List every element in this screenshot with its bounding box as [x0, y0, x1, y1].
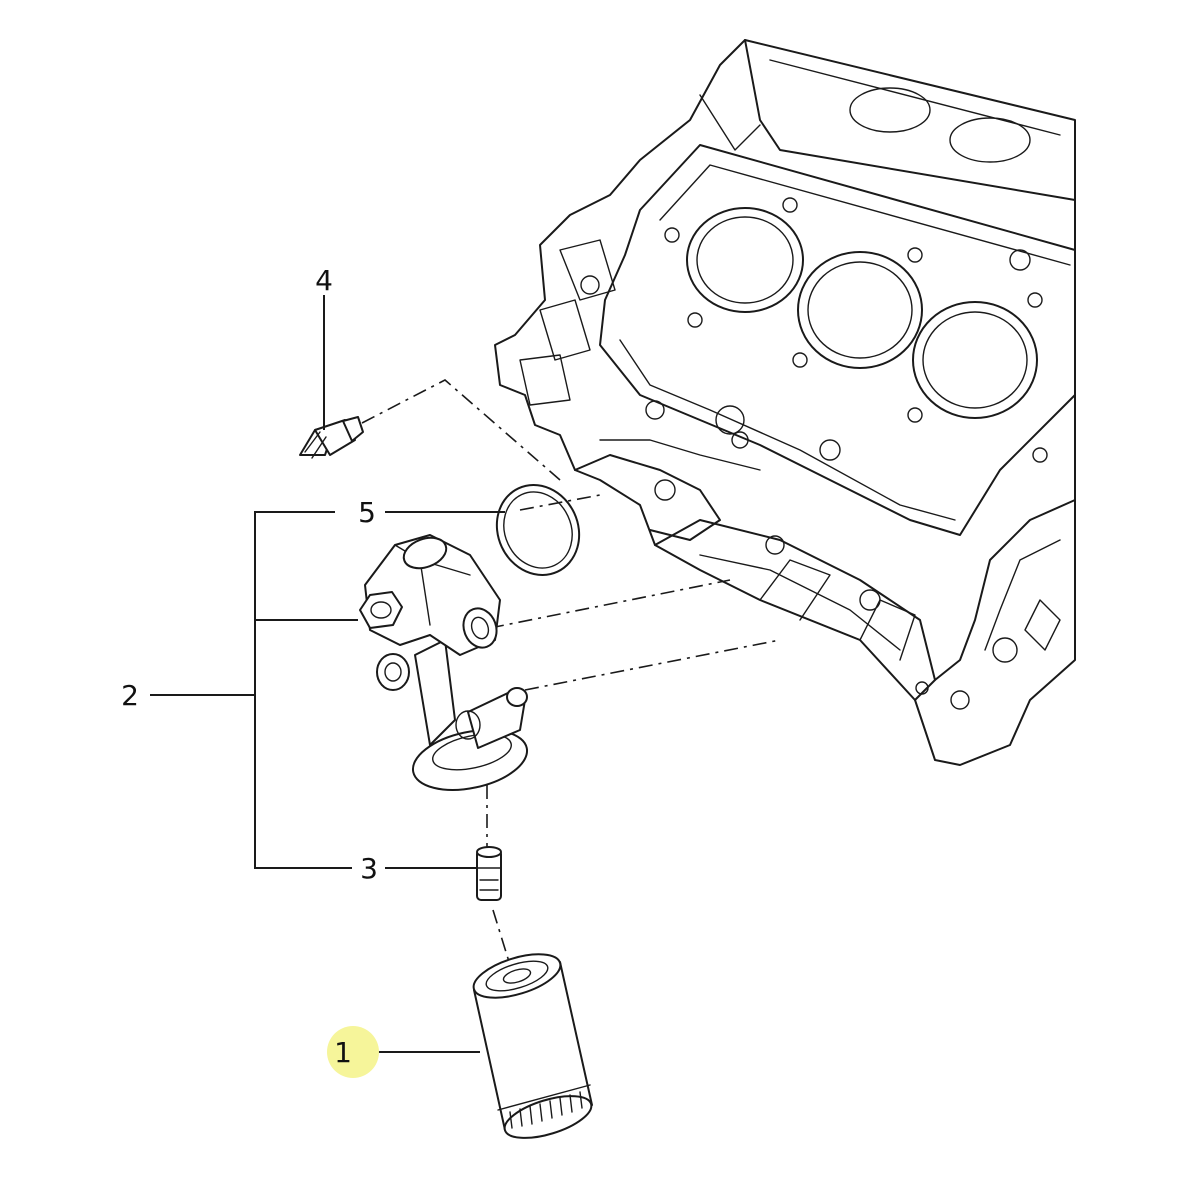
callout-leaders: [150, 295, 505, 1053]
o-ring-gasket: [495, 484, 581, 576]
oil-filter-housing: [359, 534, 529, 791]
callout-label-4[interactable]: 4: [315, 264, 333, 297]
oil-filter: [472, 953, 593, 1139]
oil-pressure-sensor: [299, 416, 364, 459]
engine-block: [494, 39, 1076, 766]
callout-label-5[interactable]: 5: [358, 496, 376, 529]
callout-label-2[interactable]: 2: [121, 679, 139, 712]
assembly-center-lines: [361, 379, 781, 966]
threaded-fitting: [476, 846, 502, 901]
callout-1-highlight: [327, 1026, 379, 1078]
callout-label-1[interactable]: 1: [334, 1036, 352, 1069]
callout-label-3[interactable]: 3: [360, 852, 378, 885]
